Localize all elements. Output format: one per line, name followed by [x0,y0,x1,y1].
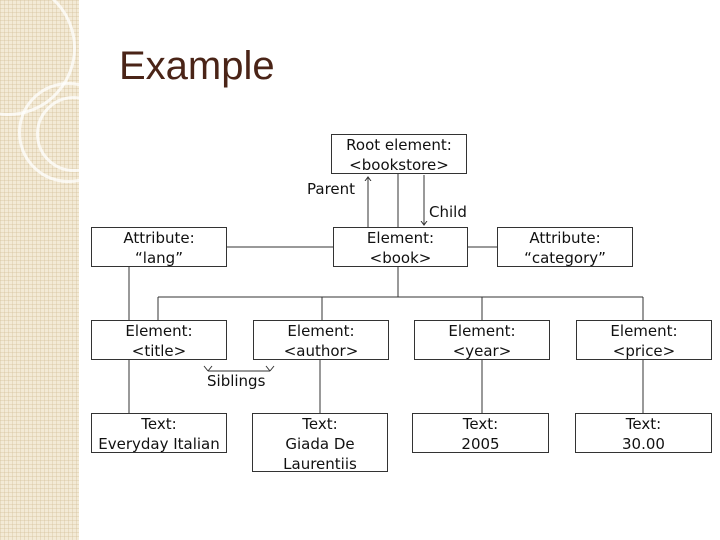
el-title-line2: <title> [131,342,187,360]
text-author-line2: Giada De [285,435,355,453]
author-text-box: Text: Giada De Laurentiis [252,413,388,473]
child-label: Child [429,203,467,221]
el-year-line1: Element: [448,322,516,340]
slide-title: Example [119,44,275,88]
text-author-line3: Laurentiis [283,455,357,473]
siblings-arrow-left [203,365,213,372]
attr-lang-line1: Attribute: [123,229,195,247]
el-author-line1: Element: [287,322,355,340]
attr-category-line2: “category” [524,249,606,267]
text-year-line2: 2005 [461,435,500,453]
siblings-arrow-right [265,365,275,372]
text-price-line2: 30.00 [622,435,665,453]
el-price-line2: <price> [612,342,676,360]
attr-lang-line2: “lang” [135,249,183,267]
book-element-box: Element: <book> [333,227,468,267]
author-element-box: Element: <author> [253,320,389,360]
year-text-box: Text: 2005 [412,413,549,453]
el-author-line2: <author> [283,342,359,360]
book-line1: Element: [366,229,435,247]
el-price-line1: Element: [610,322,678,340]
text-title-line2: Everyday Italian [98,435,220,453]
attribute-lang-box: Attribute: “lang” [91,227,227,267]
root-line1: Root element: [346,136,452,154]
price-element-box: Element: <price> [576,320,712,360]
parent-label: Parent [307,180,356,198]
price-text-box: Text: 30.00 [575,413,712,453]
year-element-box: Element: <year> [414,320,550,360]
text-title-line1: Text: [141,415,177,433]
root-line2: <bookstore> [349,156,449,174]
text-author-line1: Text: [302,415,338,433]
text-year-line1: Text: [462,415,499,433]
root-element-box: Root element: <bookstore> [331,134,467,174]
title-element-box: Element: <title> [91,320,227,360]
decorative-sidebar [0,0,79,540]
text-price-line1: Text: [625,415,662,433]
siblings-label: Siblings [207,372,266,390]
el-title-line1: Element: [125,322,193,340]
el-year-line2: <year> [452,342,512,360]
book-line2: <book> [369,249,432,267]
attribute-category-box: Attribute: “category” [497,227,633,267]
attr-category-line1: Attribute: [529,229,601,247]
title-text-box: Text: Everyday Italian [91,413,227,453]
